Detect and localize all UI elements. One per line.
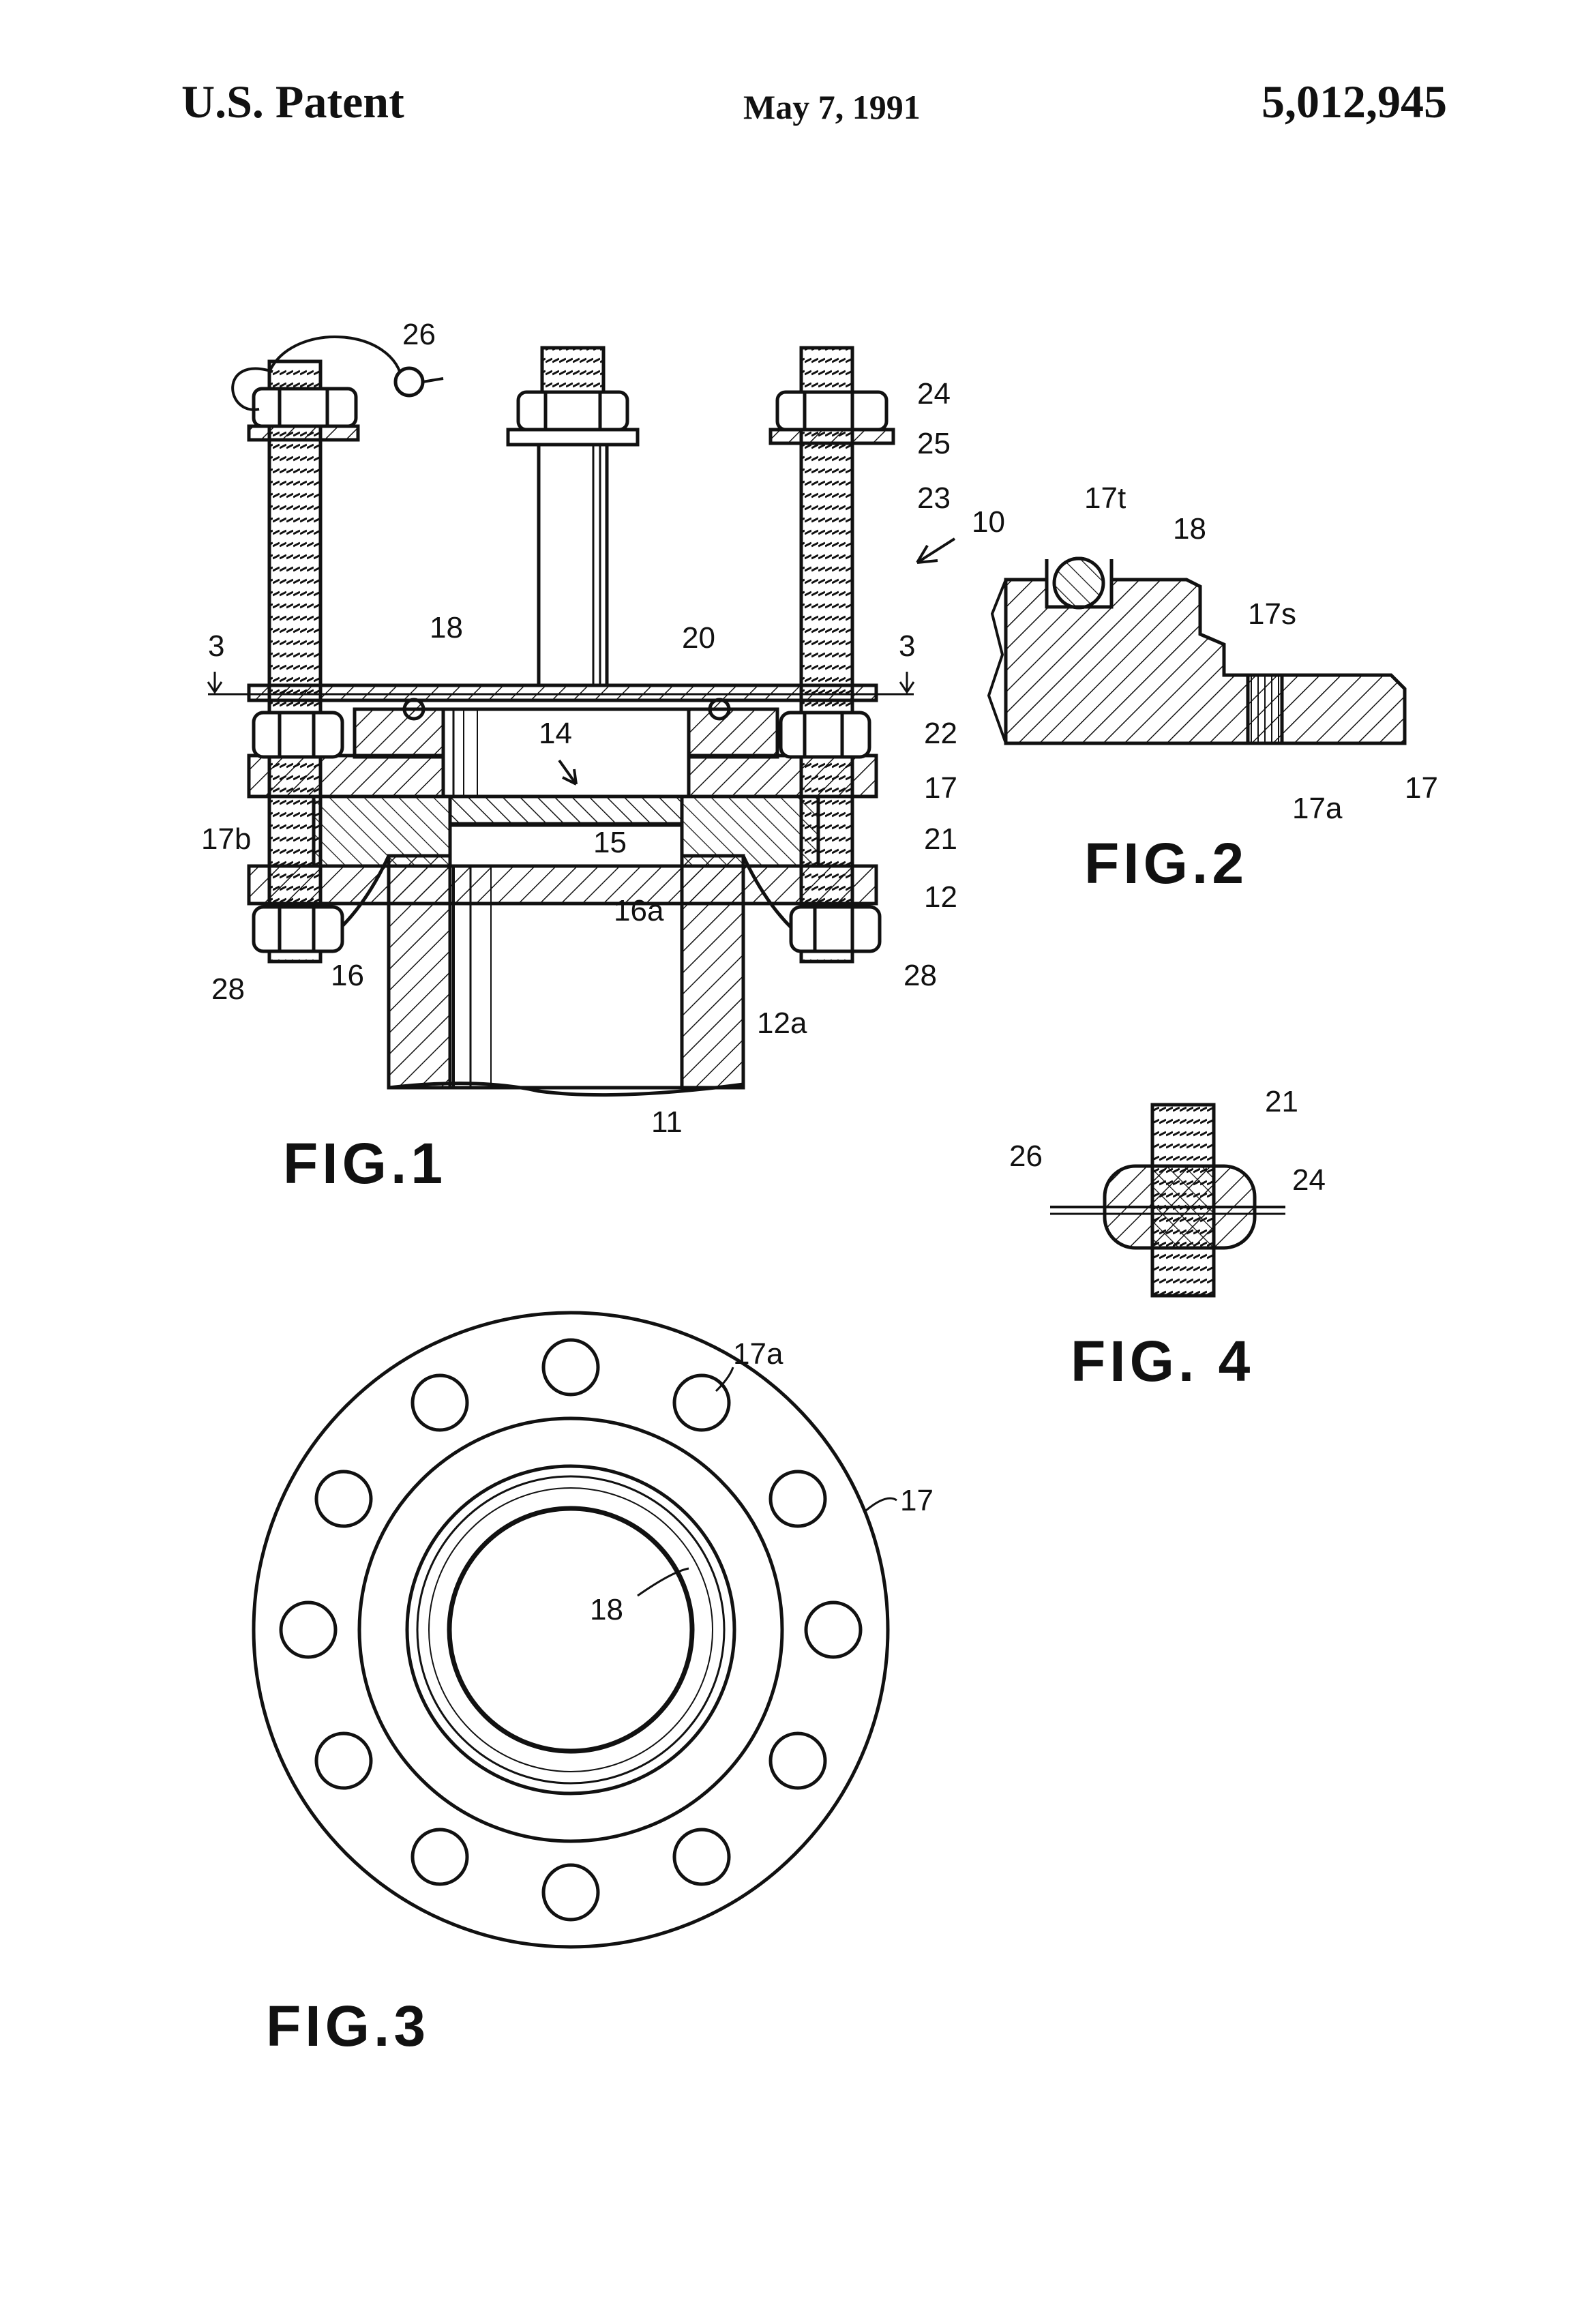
label-24: 24 (917, 377, 951, 411)
label-16a: 16a (614, 894, 664, 927)
label-18: 18 (590, 1593, 623, 1626)
spacer-21 (314, 796, 818, 866)
label-14: 14 (539, 717, 572, 750)
label-16: 16 (331, 959, 364, 992)
label-21: 21 (924, 822, 957, 856)
label-17b: 17b (201, 822, 251, 856)
label-24: 24 (1292, 1163, 1326, 1197)
seal-18-left (404, 700, 423, 719)
label-26: 26 (1009, 1139, 1043, 1173)
label-22: 22 (924, 717, 957, 750)
label-23: 23 (917, 481, 951, 515)
fig1-caption: FIG.1 (283, 1131, 447, 1195)
label-15: 15 (593, 826, 627, 859)
blind-plate-20 (249, 685, 876, 700)
seal-18-right (710, 700, 729, 719)
label-25: 25 (917, 427, 951, 460)
flange-outer-17 (254, 1313, 888, 1947)
label-20: 20 (682, 621, 715, 655)
label-28-right: 28 (904, 959, 937, 992)
label-17: 17 (924, 771, 957, 805)
figure-2 (989, 558, 1405, 743)
label-18: 18 (430, 611, 463, 644)
figure-3-labels: 17a 17 18 FIG.3 (266, 1337, 934, 2058)
label-28-left: 28 (211, 972, 245, 1006)
label-17: 17 (1405, 771, 1438, 805)
label-12: 12 (924, 880, 957, 914)
label-3-right: 3 (899, 629, 915, 663)
label-17a: 17a (1292, 792, 1343, 825)
label-10: 10 (972, 505, 1005, 539)
label-17s: 17s (1248, 597, 1296, 631)
fig2-caption: FIG.2 (1084, 831, 1248, 895)
figure-3 (254, 1313, 897, 1947)
label-12a: 12a (757, 1007, 807, 1040)
flange-12 (249, 866, 876, 904)
label-17a: 17a (733, 1337, 783, 1371)
label-18: 18 (1173, 512, 1206, 546)
bolt-holes-17a (281, 1340, 861, 1920)
bore-18 (449, 1508, 692, 1751)
label-11: 11 (651, 1105, 683, 1139)
fig4-caption: FIG. 4 (1071, 1329, 1254, 1393)
figure-1 (208, 337, 955, 1095)
label-3-left: 3 (208, 629, 224, 663)
figure-4 (1050, 1105, 1285, 1296)
fig3-caption: FIG.3 (266, 1994, 430, 2058)
label-17t: 17t (1084, 481, 1126, 515)
label-17: 17 (900, 1484, 934, 1517)
center-stud (508, 348, 638, 685)
label-26: 26 (402, 318, 436, 351)
label-21: 21 (1265, 1085, 1298, 1118)
